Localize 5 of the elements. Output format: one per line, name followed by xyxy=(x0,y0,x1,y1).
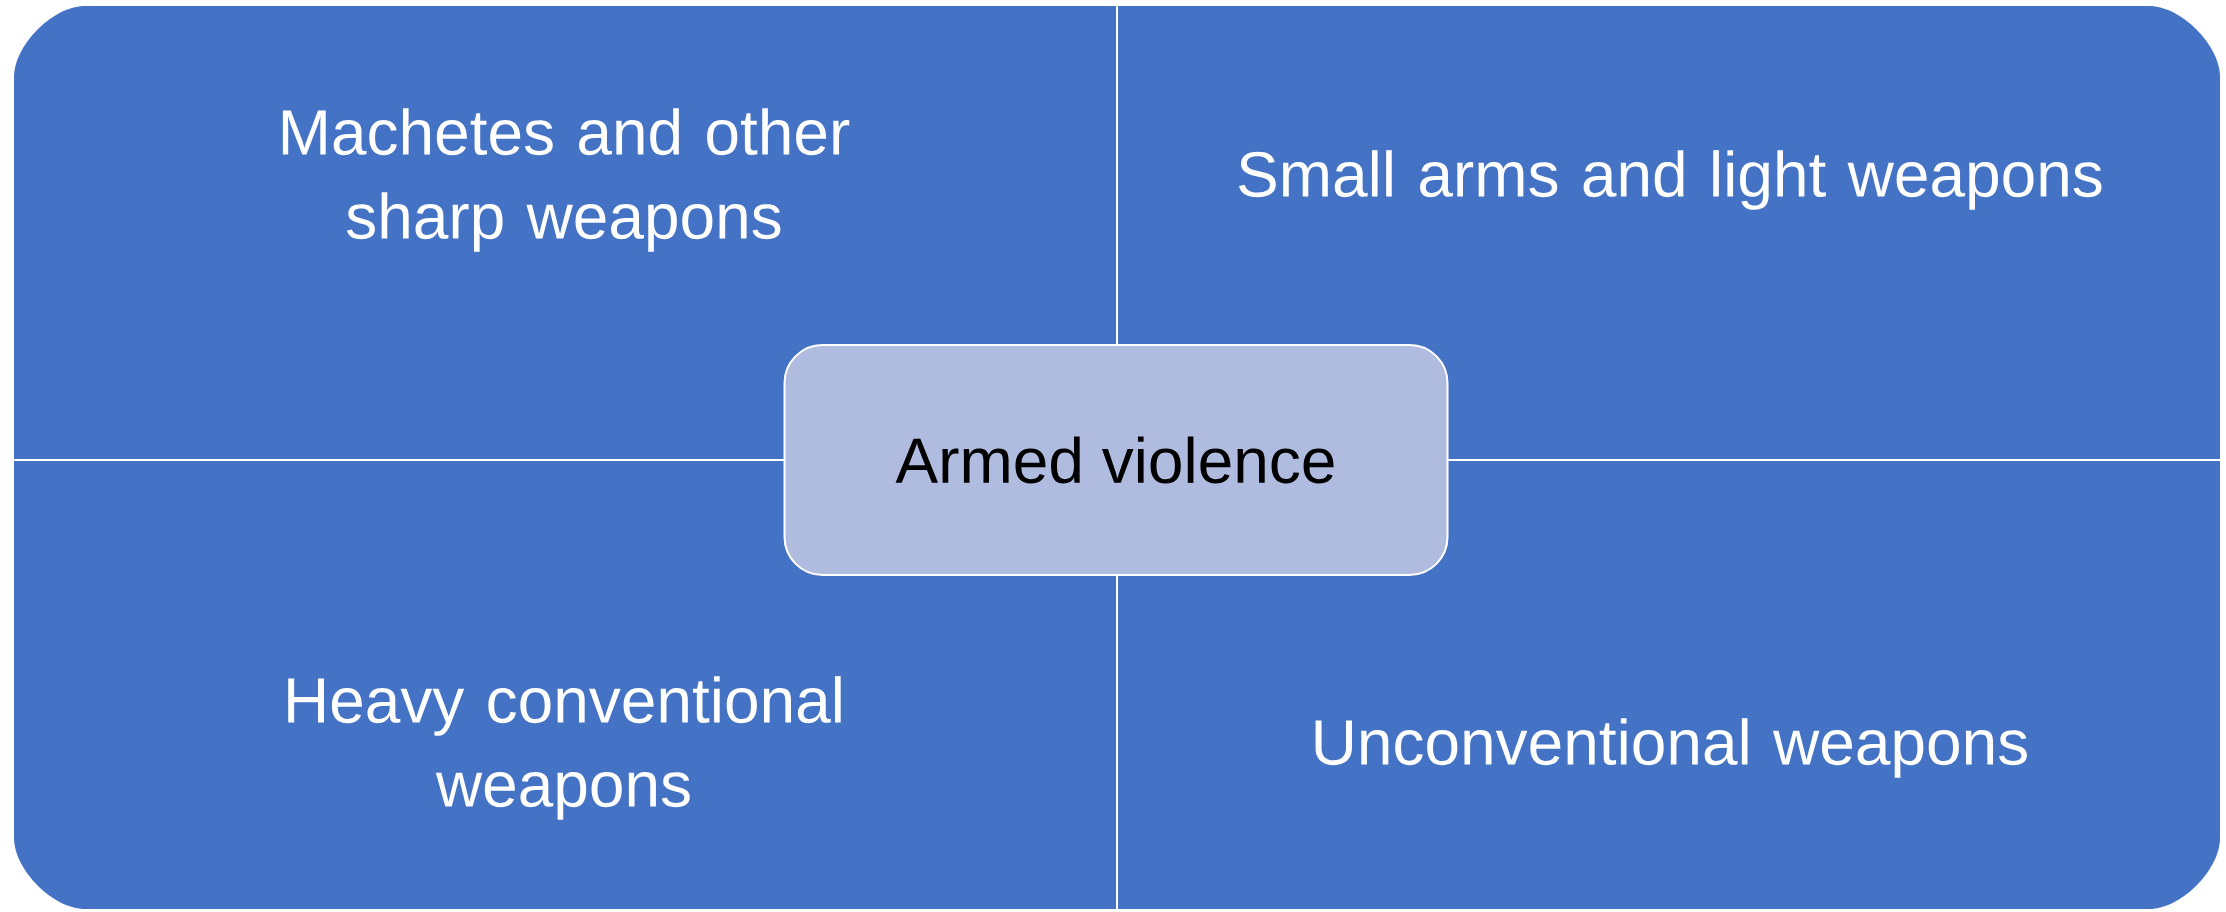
node-label: Unconventional weapons xyxy=(1315,718,2027,778)
center-box: Armed violence xyxy=(783,344,1449,576)
node-label: Machetes and other sharp weapons xyxy=(282,108,850,252)
node-label: Heavy conventional weapons xyxy=(288,676,841,820)
node-label: Small arms and light weapons xyxy=(1238,150,2102,210)
